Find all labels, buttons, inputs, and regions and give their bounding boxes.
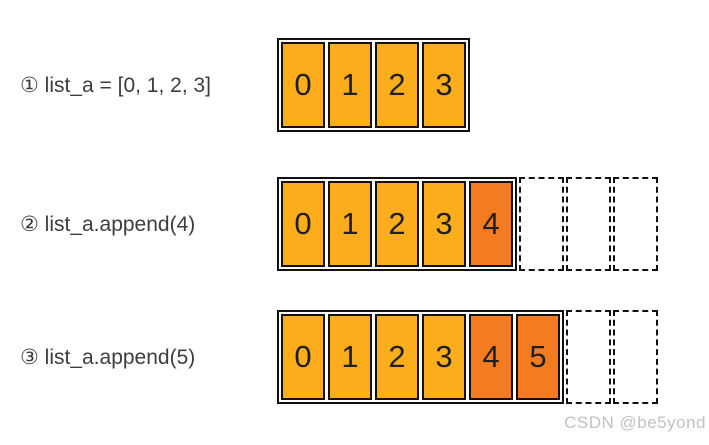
list-cell: 1 xyxy=(328,181,372,267)
list-container: 0 1 2 3 xyxy=(277,38,470,132)
list-cell: 0 xyxy=(281,181,325,267)
list-cell-appended: 4 xyxy=(469,181,513,267)
step-2-label: ② list_a.append(4) xyxy=(20,212,196,236)
list-cell: 0 xyxy=(281,42,325,128)
list-container: 0 1 2 3 4 xyxy=(277,177,517,271)
list-cell-appended: 5 xyxy=(516,314,560,400)
step-row-2: ② list_a.append(4) 0 1 2 3 4 xyxy=(0,177,709,271)
empty-slot xyxy=(566,310,611,404)
step-row-1: ① list_a = [0, 1, 2, 3] 0 1 2 3 xyxy=(0,38,709,132)
step-3-label: ③ list_a.append(5) xyxy=(20,345,196,369)
list-cell: 3 xyxy=(422,314,466,400)
step-1-list: 0 1 2 3 xyxy=(277,38,470,132)
empty-slot xyxy=(519,177,564,271)
empty-slot xyxy=(613,177,658,271)
csdn-watermark: CSDN @be5yond xyxy=(564,413,706,432)
list-cell: 3 xyxy=(422,42,466,128)
list-cell: 2 xyxy=(375,314,419,400)
step-2-list: 0 1 2 3 4 xyxy=(277,177,658,271)
empty-slot xyxy=(613,310,658,404)
list-container: 0 1 2 3 4 5 xyxy=(277,310,564,404)
list-cell: 2 xyxy=(375,181,419,267)
step-1-label: ① list_a = [0, 1, 2, 3] xyxy=(20,73,212,97)
list-cell: 0 xyxy=(281,314,325,400)
list-cell: 1 xyxy=(328,42,372,128)
step-3-list: 0 1 2 3 4 5 xyxy=(277,310,658,404)
list-cell: 2 xyxy=(375,42,419,128)
list-cell: 3 xyxy=(422,181,466,267)
list-cell-appended: 4 xyxy=(469,314,513,400)
step-row-3: ③ list_a.append(5) 0 1 2 3 4 5 xyxy=(0,310,709,404)
empty-slot xyxy=(566,177,611,271)
list-cell: 1 xyxy=(328,314,372,400)
